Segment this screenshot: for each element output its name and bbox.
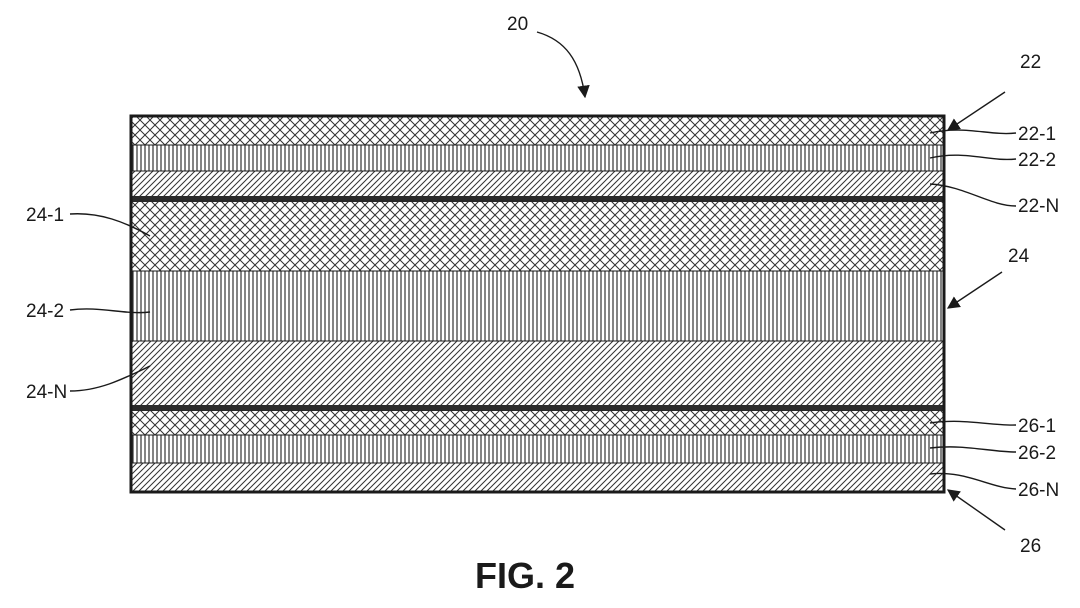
layer-22-n <box>132 171 943 197</box>
outer-frame <box>129 114 946 494</box>
layer-label-22-1: 22-1 <box>1018 124 1056 145</box>
layer-label-26-1: 26-1 <box>1018 416 1056 437</box>
stack-arrow-22 <box>946 91 1006 131</box>
leader-26-2 <box>929 446 1017 453</box>
leader-22-1 <box>929 129 1017 135</box>
stack-label-26: 26 <box>1020 536 1041 557</box>
layer-26-2 <box>132 435 943 463</box>
layer-26-n <box>132 463 943 491</box>
leader-24-n <box>69 365 151 392</box>
stack-label-24: 24 <box>1008 246 1030 267</box>
stack-separator-top <box>132 196 943 202</box>
leader-26-n <box>929 472 1017 490</box>
leader-24-2 <box>69 308 151 314</box>
layer-label-24-2: 24-2 <box>26 301 64 322</box>
leader-22-2 <box>929 154 1017 161</box>
stack-arrow-26 <box>946 489 1006 531</box>
layer-label-26-2: 26-2 <box>1018 443 1056 464</box>
assembly-label: 20 <box>507 14 528 35</box>
layer-label-22-2: 22-2 <box>1018 150 1056 171</box>
figure-caption: FIG. 2 <box>475 555 575 596</box>
leader-24-1 <box>69 213 151 237</box>
layer-label-22-n: 22-N <box>1018 196 1059 217</box>
layer-22-2 <box>132 145 943 171</box>
stack-label-22: 22 <box>1020 52 1041 73</box>
layer-24-2 <box>132 271 943 341</box>
layer-22-1 <box>132 117 943 145</box>
stack-arrow-24 <box>946 271 1003 309</box>
layer-26-1 <box>132 411 943 435</box>
layer-label-24-n: 24-N <box>26 382 67 403</box>
layer-24-1 <box>132 202 943 271</box>
layer-label-24-1: 24-1 <box>26 205 64 226</box>
assembly-arrow <box>536 31 590 99</box>
stack-separator-bottom <box>132 405 943 411</box>
layer-24-n <box>132 341 943 406</box>
layer-label-26-n: 26-N <box>1018 480 1059 501</box>
leader-22-n <box>929 183 1017 207</box>
leader-26-1 <box>929 420 1017 426</box>
